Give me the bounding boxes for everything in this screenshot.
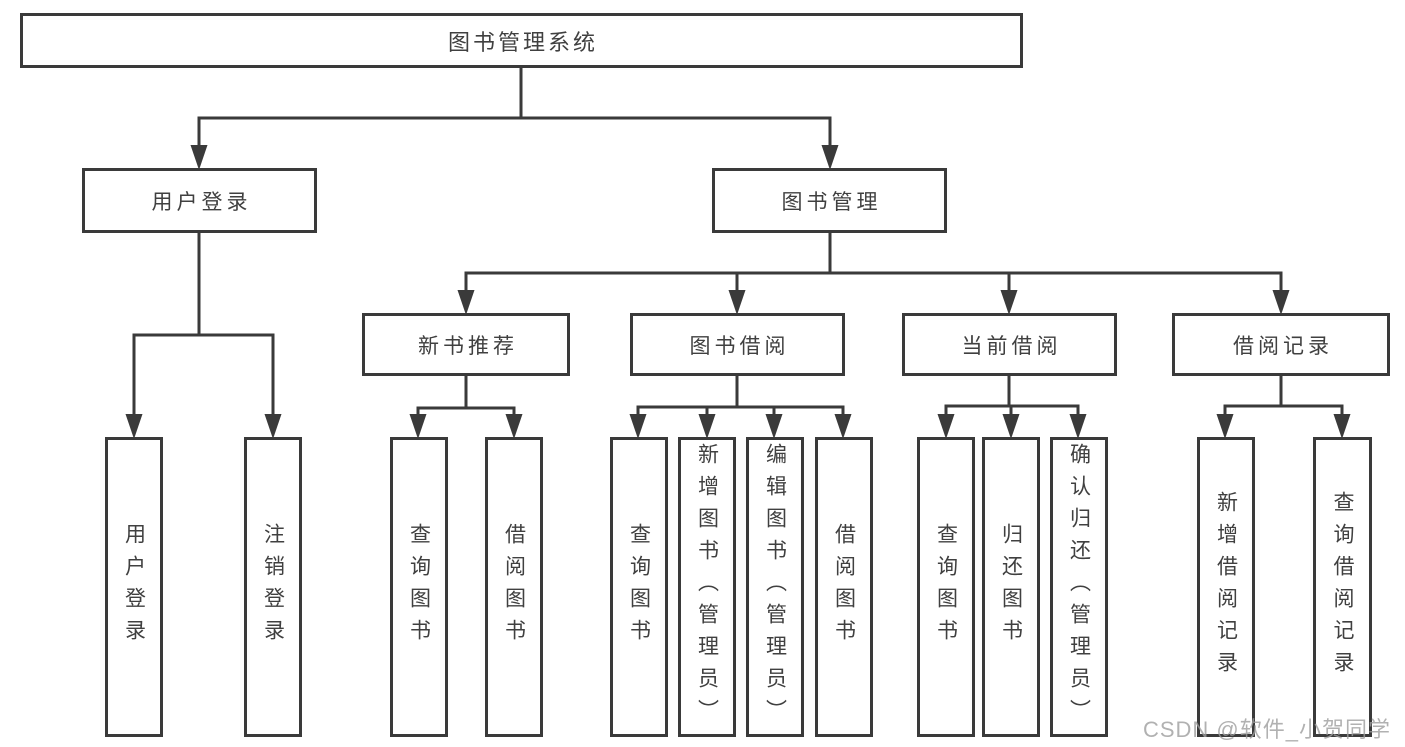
node-label: 用户登录	[151, 190, 252, 214]
leaf-query-borrow-record: 查询借阅记录	[1313, 437, 1372, 737]
node-user-login: 用户登录	[82, 168, 317, 233]
node-label: 用户登录	[122, 523, 146, 651]
leaf-borrow-books-borrow: 借阅图书	[815, 437, 873, 737]
node-label: 当前借阅	[961, 334, 1062, 358]
node-book-borrow: 图书借阅	[630, 313, 845, 376]
leaf-return-books: 归还图书	[982, 437, 1040, 737]
node-label: 查询图书	[407, 523, 431, 651]
node-label: 图书管理	[781, 190, 882, 214]
node-label: 确认归还（管理员）	[1067, 443, 1091, 731]
node-label: 注销登录	[261, 523, 285, 651]
node-label: 查询借阅记录	[1331, 491, 1354, 683]
node-label: 借阅图书	[502, 523, 526, 651]
node-label: 查询图书	[934, 523, 958, 651]
node-label: 新书推荐	[418, 334, 518, 358]
csdn-watermark: CSDN @软件_小贺同学	[1142, 717, 1391, 742]
node-label: 借阅图书	[832, 523, 856, 651]
node-new-book-recommend: 新书推荐	[362, 313, 570, 376]
leaf-query-books-borrow: 查询图书	[610, 437, 668, 737]
leaf-borrow-books-recommend: 借阅图书	[485, 437, 543, 737]
node-label: 新增图书（管理员）	[695, 443, 719, 731]
leaf-edit-books-admin: 编辑图书（管理员）	[746, 437, 804, 737]
leaf-add-borrow-record: 新增借阅记录	[1197, 437, 1255, 737]
node-label: 查询图书	[627, 523, 651, 651]
node-label: 归还图书	[999, 523, 1023, 651]
node-library-management-system: 图书管理系统	[20, 13, 1023, 68]
leaf-user-login: 用户登录	[105, 437, 163, 737]
node-book-management: 图书管理	[712, 168, 947, 233]
leaf-confirm-return-admin: 确认归还（管理员）	[1050, 437, 1108, 737]
leaf-logout: 注销登录	[244, 437, 302, 737]
node-label: 图书管理系统	[447, 29, 598, 55]
node-label: 新增借阅记录	[1214, 491, 1238, 683]
node-label: 借阅记录	[1233, 334, 1333, 358]
leaf-query-books-current: 查询图书	[917, 437, 975, 737]
node-borrow-records: 借阅记录	[1172, 313, 1390, 376]
node-current-borrow: 当前借阅	[902, 313, 1117, 376]
node-label: 图书借阅	[689, 334, 790, 358]
leaf-query-books-recommend: 查询图书	[390, 437, 448, 737]
leaf-add-books-admin: 新增图书（管理员）	[678, 437, 736, 737]
node-label: 编辑图书（管理员）	[763, 443, 787, 731]
